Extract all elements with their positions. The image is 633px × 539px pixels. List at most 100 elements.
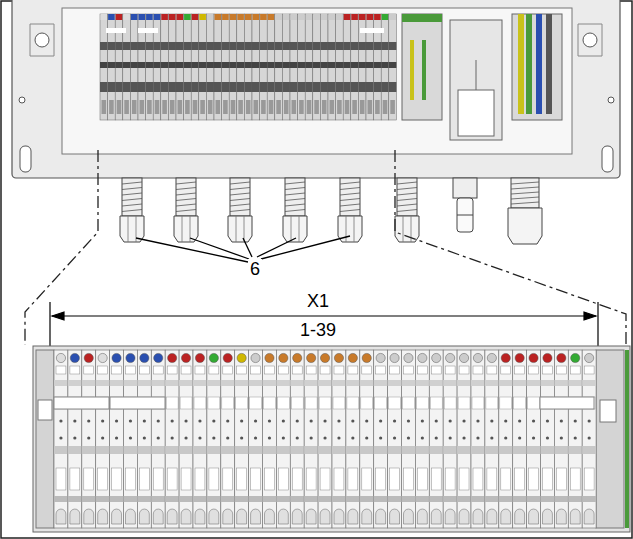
- terminal: [161, 14, 169, 120]
- terminal-band: [485, 496, 499, 502]
- terminal-screw: [117, 100, 122, 114]
- terminal: [336, 14, 344, 120]
- terminal-part: [487, 366, 497, 374]
- terminal-part: [56, 366, 66, 374]
- terminal-band: [275, 62, 283, 68]
- terminal-dot: [532, 419, 535, 422]
- terminal-window: [277, 397, 289, 409]
- thread-line: [285, 210, 305, 212]
- terminal-band: [165, 380, 179, 386]
- terminal-band: [374, 62, 382, 68]
- terminal-window: [250, 397, 262, 409]
- terminal-dot: [365, 419, 368, 422]
- terminal-screw: [147, 100, 152, 114]
- terminal-band: [108, 82, 116, 92]
- terminal-dot: [476, 436, 479, 439]
- terminal-band: [130, 42, 138, 50]
- terminal-band: [179, 496, 193, 502]
- terminal-cap: [329, 14, 336, 20]
- terminal-part: [417, 366, 427, 374]
- terminal-band: [110, 446, 124, 454]
- terminal: [237, 14, 245, 120]
- terminal-block: [499, 350, 513, 528]
- terminal-screw: [334, 509, 344, 524]
- terminal-cap: [56, 353, 65, 362]
- end-plate: [596, 350, 624, 528]
- terminal-band: [191, 62, 199, 68]
- terminal-cap: [459, 353, 468, 362]
- terminal-dot: [351, 436, 354, 439]
- terminal-band: [153, 62, 161, 68]
- vent-plug: [453, 178, 477, 198]
- terminal-band: [267, 42, 275, 50]
- terminal-band: [100, 42, 108, 50]
- terminal-window: [194, 397, 206, 409]
- terminal-dot: [198, 419, 201, 422]
- terminal-band: [138, 42, 146, 50]
- terminal-band: [471, 380, 485, 386]
- thread-line: [230, 193, 250, 195]
- terminal-cap: [382, 14, 389, 20]
- terminal-band: [124, 446, 138, 454]
- terminal-band: [318, 446, 332, 454]
- terminal-dot: [87, 419, 90, 422]
- terminal-band: [165, 496, 179, 502]
- terminal-band: [290, 82, 298, 92]
- terminal-slot: [529, 468, 539, 490]
- terminal-dot: [393, 419, 396, 422]
- terminal-band: [229, 42, 237, 50]
- terminal-band: [235, 380, 249, 386]
- terminal-cap: [126, 353, 135, 362]
- terminal-screw: [98, 509, 108, 524]
- terminal-slot: [487, 468, 497, 490]
- terminal-band: [168, 42, 176, 50]
- terminal-part: [292, 366, 302, 374]
- terminal-part: [515, 366, 525, 374]
- terminal: [290, 14, 298, 120]
- terminal-band: [207, 380, 221, 386]
- terminal-band: [244, 82, 252, 92]
- terminal-part: [126, 366, 136, 374]
- terminal-dot: [296, 419, 299, 422]
- terminal: [282, 14, 290, 120]
- gland-thread: [122, 178, 142, 216]
- terminal-part: [473, 366, 483, 374]
- terminal-band: [318, 380, 332, 386]
- terminal-screw: [185, 100, 190, 114]
- terminal-slot: [278, 468, 288, 490]
- leader-lines: [136, 236, 350, 262]
- terminal-cap: [336, 14, 343, 20]
- terminal-dot: [268, 419, 271, 422]
- terminal-window: [305, 397, 317, 409]
- terminal-dot: [101, 419, 104, 422]
- terminal-cap: [98, 353, 107, 362]
- terminal-screw: [529, 509, 539, 524]
- thread-line: [176, 193, 196, 195]
- terminal-dot: [254, 436, 257, 439]
- dimension-label: X1: [305, 291, 331, 311]
- terminal-cap: [253, 14, 260, 20]
- terminal: [267, 14, 275, 120]
- terminal-band: [582, 446, 596, 454]
- terminal-band: [358, 82, 366, 92]
- terminal-block: [290, 350, 304, 528]
- terminal-band: [343, 42, 351, 50]
- terminal-band: [221, 496, 235, 502]
- terminal-slot: [195, 468, 205, 490]
- terminal-block: [471, 350, 485, 528]
- terminal-cap: [389, 14, 396, 20]
- terminal-band: [282, 82, 290, 92]
- terminal: [343, 14, 351, 120]
- terminal-band: [123, 42, 131, 50]
- terminal-cap: [275, 14, 282, 20]
- terminal-block: [415, 350, 429, 528]
- terminal-band: [54, 380, 68, 386]
- terminal-screw: [352, 100, 357, 114]
- terminal-screw: [543, 509, 553, 524]
- terminal-cap: [571, 353, 580, 362]
- terminal-dot: [490, 436, 493, 439]
- nut-edge: [236, 216, 237, 242]
- terminal-band: [184, 42, 192, 50]
- terminal-screw: [237, 509, 247, 524]
- terminal-band: [485, 446, 499, 454]
